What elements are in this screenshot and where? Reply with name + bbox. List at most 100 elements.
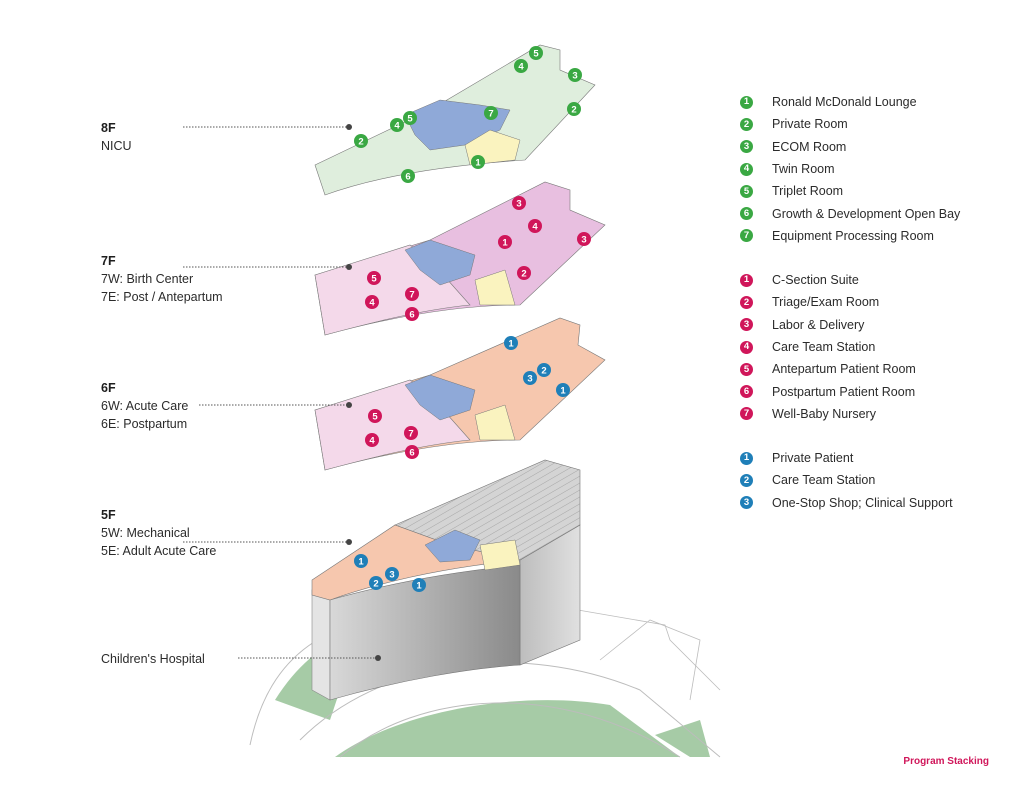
legend-item: 3 One-Stop Shop; Clinical Support — [740, 492, 953, 514]
plan-marker-icon: 7 — [405, 287, 419, 301]
number-marker-icon: 1 — [740, 273, 753, 287]
plan-marker-number: 4 — [394, 121, 400, 132]
plan-marker-icon: 3 — [568, 68, 582, 82]
plan-marker-number: 1 — [358, 557, 364, 568]
plan-marker-number: 4 — [532, 222, 538, 233]
legend-label: One-Stop Shop; Clinical Support — [772, 495, 953, 510]
floor-label-8f: 8F NICU — [101, 119, 132, 155]
plan-marker-number: 1 — [502, 238, 508, 249]
plan-marker-icon: 2 — [567, 102, 581, 116]
plan-marker-icon: 1 — [471, 155, 485, 169]
legend-label: Twin Room — [772, 162, 835, 177]
plan-marker-icon: 7 — [484, 106, 498, 120]
plan-marker-icon: 5 — [529, 46, 543, 60]
plan-marker-number: 3 — [516, 199, 521, 210]
plan-marker-number: 6 — [409, 310, 414, 321]
floor-program: NICU — [101, 139, 132, 153]
plan-marker-number: 1 — [560, 386, 566, 397]
legend-item: 2 Triage/Exam Room — [740, 291, 916, 313]
plan-marker-icon: 4 — [528, 219, 542, 233]
plan-marker-number: 4 — [369, 298, 375, 309]
legend-label: Private Patient — [772, 451, 854, 466]
legend-item: 3 Labor & Delivery — [740, 314, 916, 336]
legend-label: C-Section Suite — [772, 273, 859, 288]
plan-marker-icon: 1 — [556, 383, 570, 397]
plan-marker-number: 3 — [581, 235, 586, 246]
legend-item: 1 C-Section Suite — [740, 269, 916, 291]
plan-marker-icon: 3 — [577, 232, 591, 246]
number-marker-icon: 5 — [740, 184, 753, 198]
legend-item: 3 ECOM Room — [740, 136, 960, 158]
number-marker-icon: 3 — [740, 318, 753, 332]
number-marker-icon: 1 — [740, 95, 753, 109]
plan-marker-icon: 2 — [517, 266, 531, 280]
number-marker-icon: 7 — [740, 407, 753, 421]
number-marker-icon: 2 — [740, 295, 753, 309]
number-marker-icon: 6 — [740, 385, 753, 399]
plan-marker-icon: 5 — [368, 409, 382, 423]
floor-title: 5F — [101, 508, 116, 522]
plan-marker-number: 6 — [405, 172, 410, 183]
plan-marker-icon: 4 — [514, 59, 528, 73]
legend-label: Ronald McDonald Lounge — [772, 95, 917, 110]
plan-marker-number: 2 — [373, 579, 378, 590]
plan-marker-number: 2 — [358, 137, 363, 148]
plan-marker-icon: 1 — [504, 336, 518, 350]
plan-marker-number: 3 — [527, 374, 532, 385]
leader-lines — [183, 124, 381, 661]
floor-label-7f: 7F 7W: Birth Center 7E: Post / Antepartu… — [101, 252, 223, 306]
legend-label: ECOM Room — [772, 139, 847, 154]
plan-marker-number: 4 — [369, 436, 375, 447]
floor-program: Children's Hospital — [101, 652, 205, 666]
plan-marker-number: 2 — [571, 105, 576, 116]
floor-plate-8f — [314, 44, 596, 196]
plan-marker-icon: 2 — [369, 576, 383, 590]
legend-label: Triage/Exam Room — [772, 295, 880, 310]
legend-birth-center: 1 C-Section Suite 2 Triage/Exam Room 3 Labor … — [740, 269, 916, 425]
number-marker-icon: 4 — [740, 340, 753, 354]
plan-marker-number: 1 — [475, 158, 481, 169]
plan-marker-number: 5 — [407, 114, 413, 125]
plan-marker-icon: 3 — [512, 196, 526, 210]
number-marker-icon: 7 — [740, 229, 753, 243]
floor-program: 5E: Adult Acute Care — [101, 544, 217, 558]
plan-marker-icon: 6 — [401, 169, 415, 183]
legend-label: Antepartum Patient Room — [772, 362, 916, 377]
number-marker-icon: 1 — [740, 451, 753, 465]
legend-label: Labor & Delivery — [772, 317, 865, 332]
plan-marker-number: 4 — [518, 62, 524, 73]
plan-marker-icon: 2 — [537, 363, 551, 377]
plan-marker-number: 3 — [389, 570, 394, 581]
plan-marker-icon: 1 — [498, 235, 512, 249]
plan-marker-number: 2 — [541, 366, 546, 377]
floor-program: 6E: Postpartum — [101, 417, 188, 431]
legend-label: Care Team Station — [772, 340, 876, 355]
legend-item: 5 Antepartum Patient Room — [740, 358, 916, 380]
number-marker-icon: 3 — [740, 140, 753, 154]
plan-marker-icon: 4 — [365, 433, 379, 447]
plan-marker-number: 3 — [572, 71, 577, 82]
plan-marker-icon: 7 — [404, 426, 418, 440]
floor-program: 6W: Acute Care — [101, 399, 189, 413]
number-marker-icon: 3 — [740, 496, 753, 510]
legend-label: Postpartum Patient Room — [772, 384, 916, 399]
floor-program: 7W: Birth Center — [101, 272, 194, 286]
building-5f — [311, 459, 581, 701]
number-marker-icon: 5 — [740, 362, 753, 376]
plan-marker-number: 1 — [416, 581, 422, 592]
legend-item: 4 Care Team Station — [740, 336, 916, 358]
plan-marker-number: 6 — [409, 448, 414, 459]
plan-marker-icon: 2 — [354, 134, 368, 148]
plan-marker-icon: 6 — [405, 445, 419, 459]
